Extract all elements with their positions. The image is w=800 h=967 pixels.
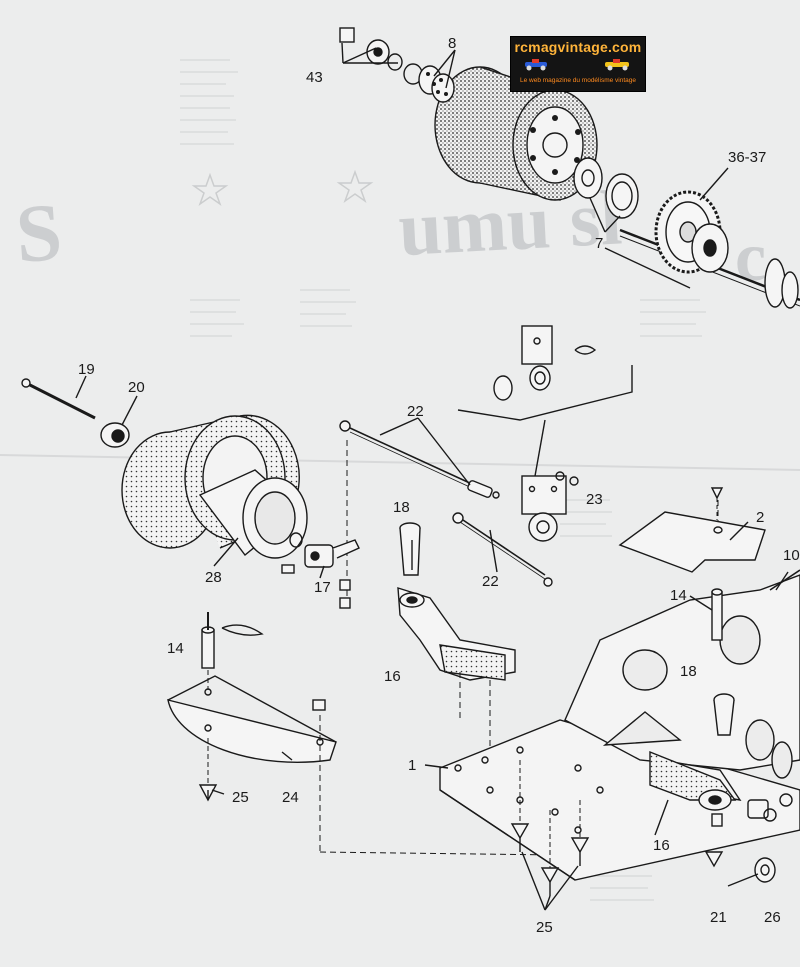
site-logo-badge: rcmagvintage.com Le web magazine du modé… [510,36,646,92]
callout-43: 43 [306,69,323,86]
callout-20: 20 [128,379,145,396]
callout-14-right: 14 [670,587,687,604]
callout-21: 21 [710,909,727,926]
fold-crease [0,454,800,471]
front-plate-assembly [167,612,556,856]
chassis-assembly [424,487,800,911]
front-wheel-assembly [21,375,360,609]
callout-1: 1 [408,757,416,774]
callout-28: 28 [205,569,222,586]
callout-16-center: 16 [384,668,401,685]
svg-text:S: S [13,186,65,280]
callout-labels: 43 8 36-37 7 19 20 22 23 18 2 10 28 17 2… [78,35,800,936]
callout-10: 10 [783,547,800,564]
callout-25-left: 25 [232,789,249,806]
callout-23: 23 [586,491,603,508]
race-car-icon [605,59,629,71]
callout-14-left: 14 [167,640,184,657]
callout-2: 2 [756,509,764,526]
callout-18-right: 18 [680,663,697,680]
race-car-icon [525,59,547,71]
callout-19: 19 [78,361,95,378]
callout-36-37: 36-37 [728,149,766,166]
callout-22-upper: 22 [407,403,424,420]
rear-axle-assembly [339,27,800,309]
site-logo-title: rcmagvintage.com [514,39,642,55]
callout-24: 24 [282,789,299,806]
callout-18-center: 18 [393,499,410,516]
callout-16-right: 16 [653,837,670,854]
site-logo-tagline: Le web magazine du modélisme vintage [520,77,636,84]
steering-post-assembly [397,522,516,760]
callout-25-bottom: 25 [536,919,553,936]
steering-linkage [339,325,719,600]
callout-26: 26 [764,909,781,926]
callout-7: 7 [595,235,603,252]
callout-8: 8 [448,35,456,52]
callout-17: 17 [314,579,331,596]
callout-22-lower: 22 [482,573,499,590]
